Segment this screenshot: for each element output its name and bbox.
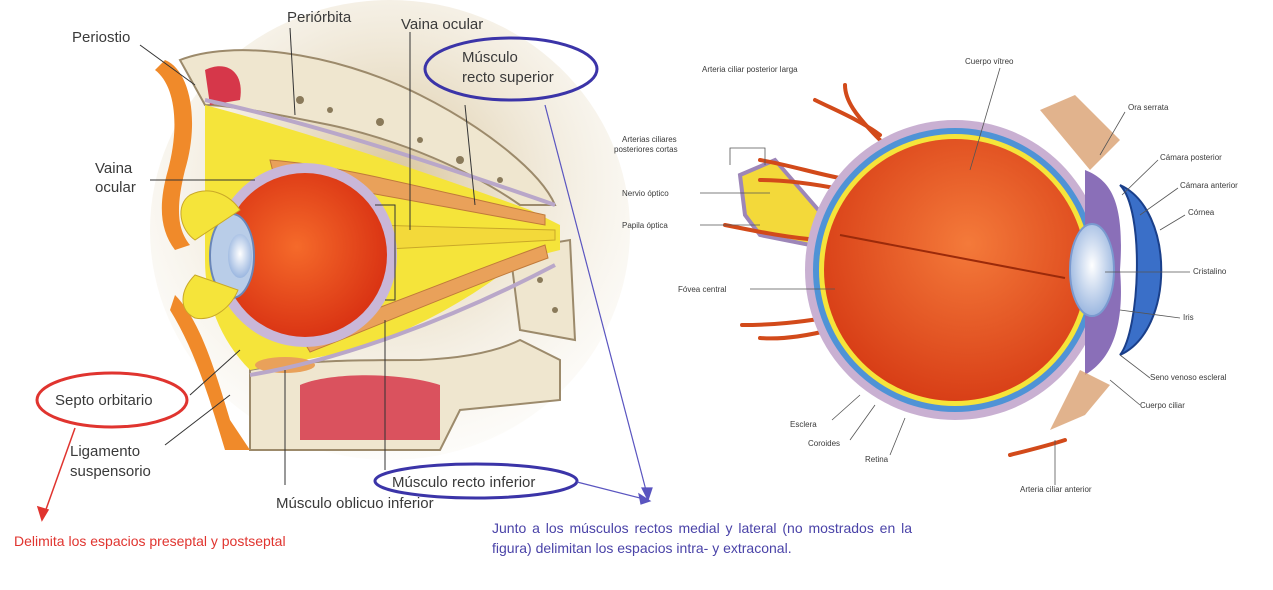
label-musculo-oblicuo-inferior: Músculo oblicuo inferior — [276, 495, 434, 512]
lens-left — [228, 234, 252, 278]
label-musculo-recto-inferior: Músculo recto inferior — [392, 474, 535, 491]
note-rectus-spaces: Junto a los músculos rectos medial y lat… — [492, 518, 912, 558]
label-retina: Retina — [865, 455, 889, 464]
label-iris: Iris — [1183, 313, 1194, 322]
label-coroides: Coroides — [808, 439, 840, 448]
label-periostio: Periostio — [72, 29, 130, 46]
label-vaina-ocular-top: Vaina ocular — [401, 16, 483, 33]
label-cuerpo-vitreo: Cuerpo vítreo — [965, 57, 1014, 66]
cornea-right — [1120, 185, 1161, 355]
label-seno-venoso-escleral: Seno venoso escleral — [1150, 373, 1227, 382]
lens-right — [1070, 224, 1114, 316]
label-musculo-recto-superior-2: recto superior — [462, 69, 554, 86]
note-septum-spaces: Delimita los espacios preseptal y postse… — [14, 533, 286, 549]
label-periorbita: Periórbita — [287, 9, 352, 26]
label-septo-orbitario: Septo orbitario — [55, 392, 153, 409]
maxillary-sinus — [300, 375, 440, 440]
label-camara-anterior: Cámara anterior — [1180, 181, 1238, 190]
label-ligamento-1: Ligamento — [70, 443, 140, 460]
label-musculo-recto-superior-1: Músculo — [462, 49, 518, 66]
label-arterias-ciliares-2: posteriores cortas — [614, 145, 678, 154]
label-arterias-ciliares-1: Arterias ciliares — [622, 135, 677, 144]
label-esclera: Esclera — [790, 420, 817, 429]
label-cristalino: Cristalino — [1193, 267, 1227, 276]
label-cornea: Córnea — [1188, 208, 1215, 217]
label-nervio-optico: Nervio óptico — [622, 189, 669, 198]
label-camara-posterior: Cámara posterior — [1160, 153, 1222, 162]
label-arteria-ciliar-posterior-larga: Arteria ciliar posterior larga — [702, 65, 798, 74]
label-ora-serrata: Ora serrata — [1128, 103, 1169, 112]
label-vaina-ocular-left-2: ocular — [95, 179, 136, 196]
label-vaina-ocular-left-1: Vaina — [95, 160, 133, 177]
orbit-sagittal-diagram — [140, 0, 630, 485]
vitreous-body — [824, 139, 1086, 401]
label-ligamento-2: suspensorio — [70, 463, 151, 480]
label-arteria-ciliar-anterior: Arteria ciliar anterior — [1020, 485, 1092, 494]
label-fovea-central: Fóvea central — [678, 285, 727, 294]
eyeball-section-diagram — [700, 68, 1190, 485]
label-cuerpo-ciliar: Cuerpo ciliar — [1140, 401, 1185, 410]
conjunctiva-lower — [1050, 370, 1110, 430]
label-papila-optica: Papila óptica — [622, 221, 668, 230]
